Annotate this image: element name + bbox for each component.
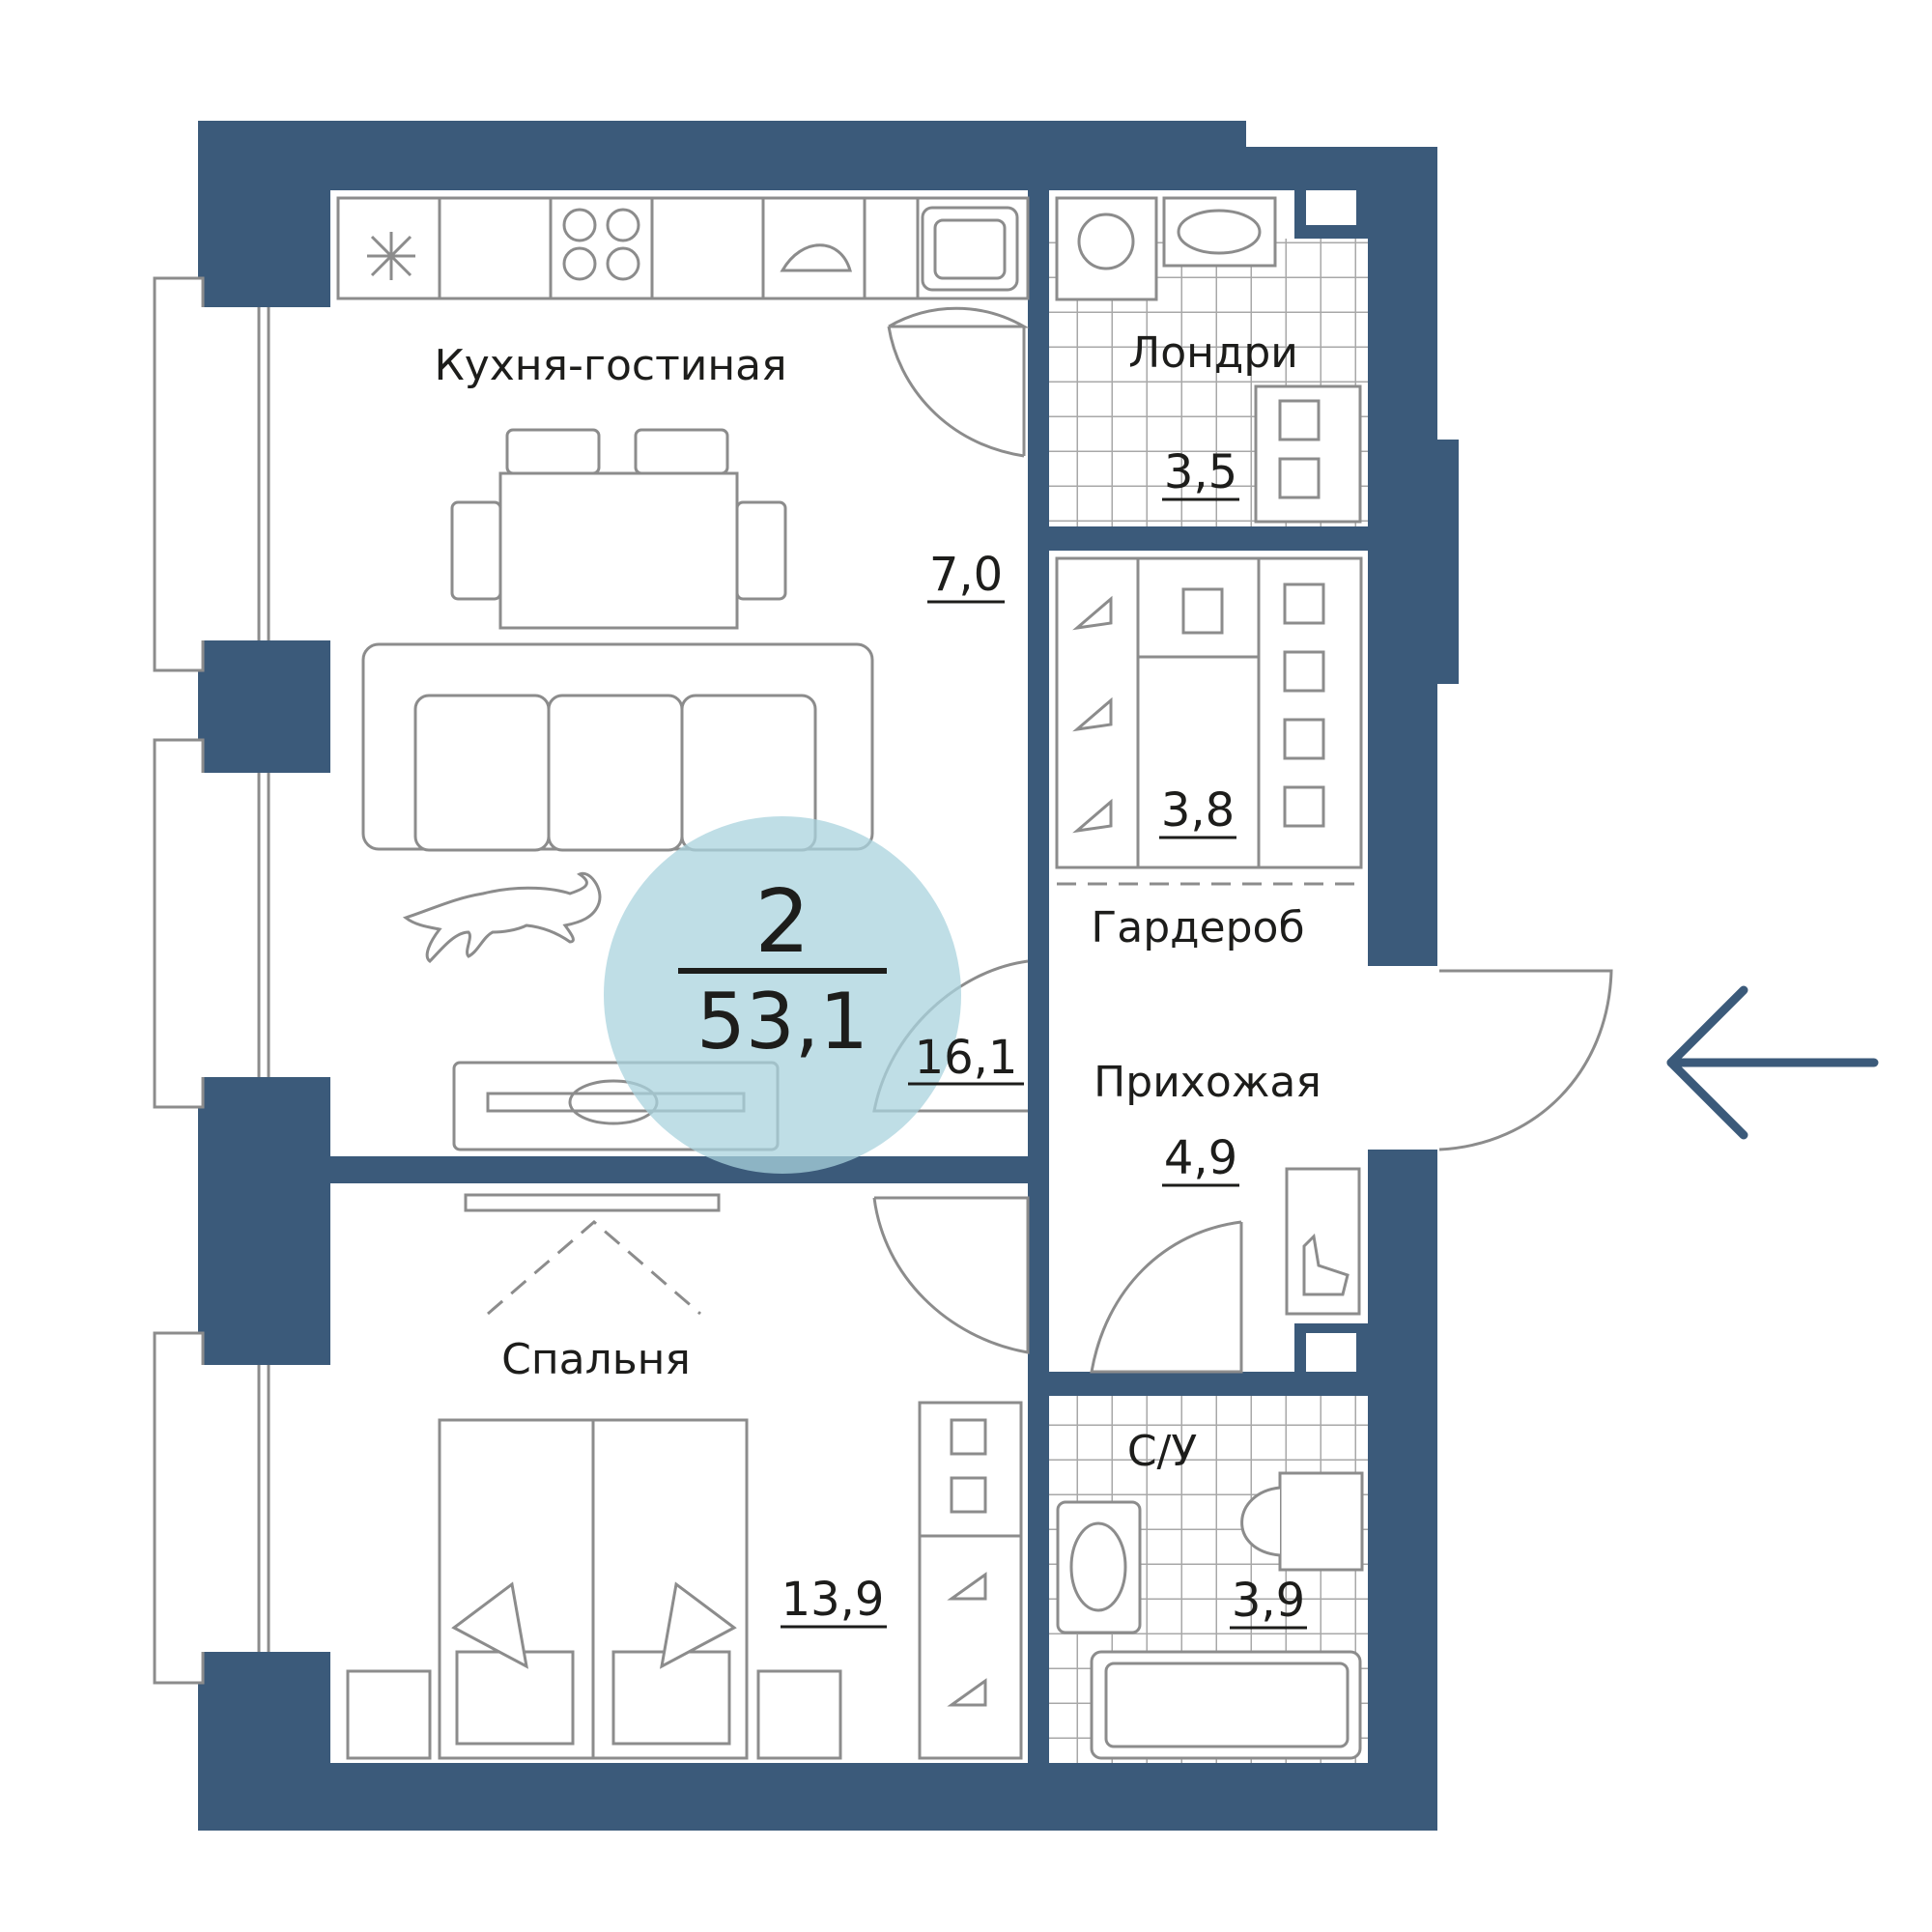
door	[872, 1196, 1030, 1354]
fridge-icon	[367, 232, 415, 280]
bathroom-fixtures	[1056, 1471, 1364, 1760]
kitchen-counter	[336, 196, 1030, 300]
tv	[464, 1193, 721, 1212]
sofa	[361, 642, 874, 852]
bedroom-area: 13,9	[781, 1573, 885, 1627]
entrance-door	[1438, 969, 1613, 1151]
laundry-area: 3,5	[1164, 445, 1237, 499]
stove-icon	[562, 208, 640, 281]
nightstand	[756, 1669, 842, 1760]
total-area: 53,1	[696, 977, 868, 1066]
bedroom-furniture	[346, 1193, 1023, 1760]
toilet-icon	[1278, 1471, 1364, 1572]
sink-icon	[921, 206, 1019, 292]
badge-circle	[604, 816, 961, 1174]
living-area: 16,1	[915, 1031, 1018, 1085]
rooms-count: 2	[754, 871, 810, 973]
hallway-label: Прихожая	[1094, 1058, 1321, 1107]
bedroom-wardrobe	[918, 1401, 1023, 1760]
nightstand	[346, 1669, 432, 1760]
bathroom-area: 3,9	[1232, 1574, 1305, 1628]
dog-icon	[402, 871, 602, 963]
hanger-icon	[1072, 798, 1113, 834]
shoe-icon	[1302, 1233, 1350, 1296]
arrow-left-icon	[1666, 985, 1879, 1140]
door	[1090, 1220, 1243, 1374]
hanger-icon	[947, 1678, 987, 1707]
wardrobe-area: 3,8	[1161, 783, 1235, 838]
hanger-icon	[1072, 595, 1113, 631]
door	[888, 306, 1030, 328]
kitchen-living-label: Кухня-гостиная	[434, 341, 786, 390]
kitchen-area: 7,0	[929, 548, 1003, 602]
wardrobe-label: Гардероб	[1091, 903, 1304, 952]
room-labels: Кухня-гостиная 7,0 16,1 Лондри 3,5 3,8 Г…	[434, 328, 1321, 1630]
bedroom-label: Спальня	[501, 1335, 691, 1384]
windows	[153, 276, 330, 1685]
dishwasher-icon	[780, 243, 852, 272]
hallway-area: 4,9	[1164, 1131, 1237, 1185]
laundry-appliances	[1055, 196, 1362, 524]
bathroom-label: С/У	[1127, 1427, 1198, 1476]
hanger-icon	[947, 1572, 987, 1601]
wardrobe-shelves	[1055, 556, 1363, 886]
hanger-icon	[1072, 696, 1113, 732]
summary-badge: 2 53,1	[604, 816, 961, 1174]
dining-table	[450, 428, 787, 630]
shoe-rack	[1285, 1167, 1361, 1316]
laundry-label: Лондри	[1128, 328, 1298, 378]
